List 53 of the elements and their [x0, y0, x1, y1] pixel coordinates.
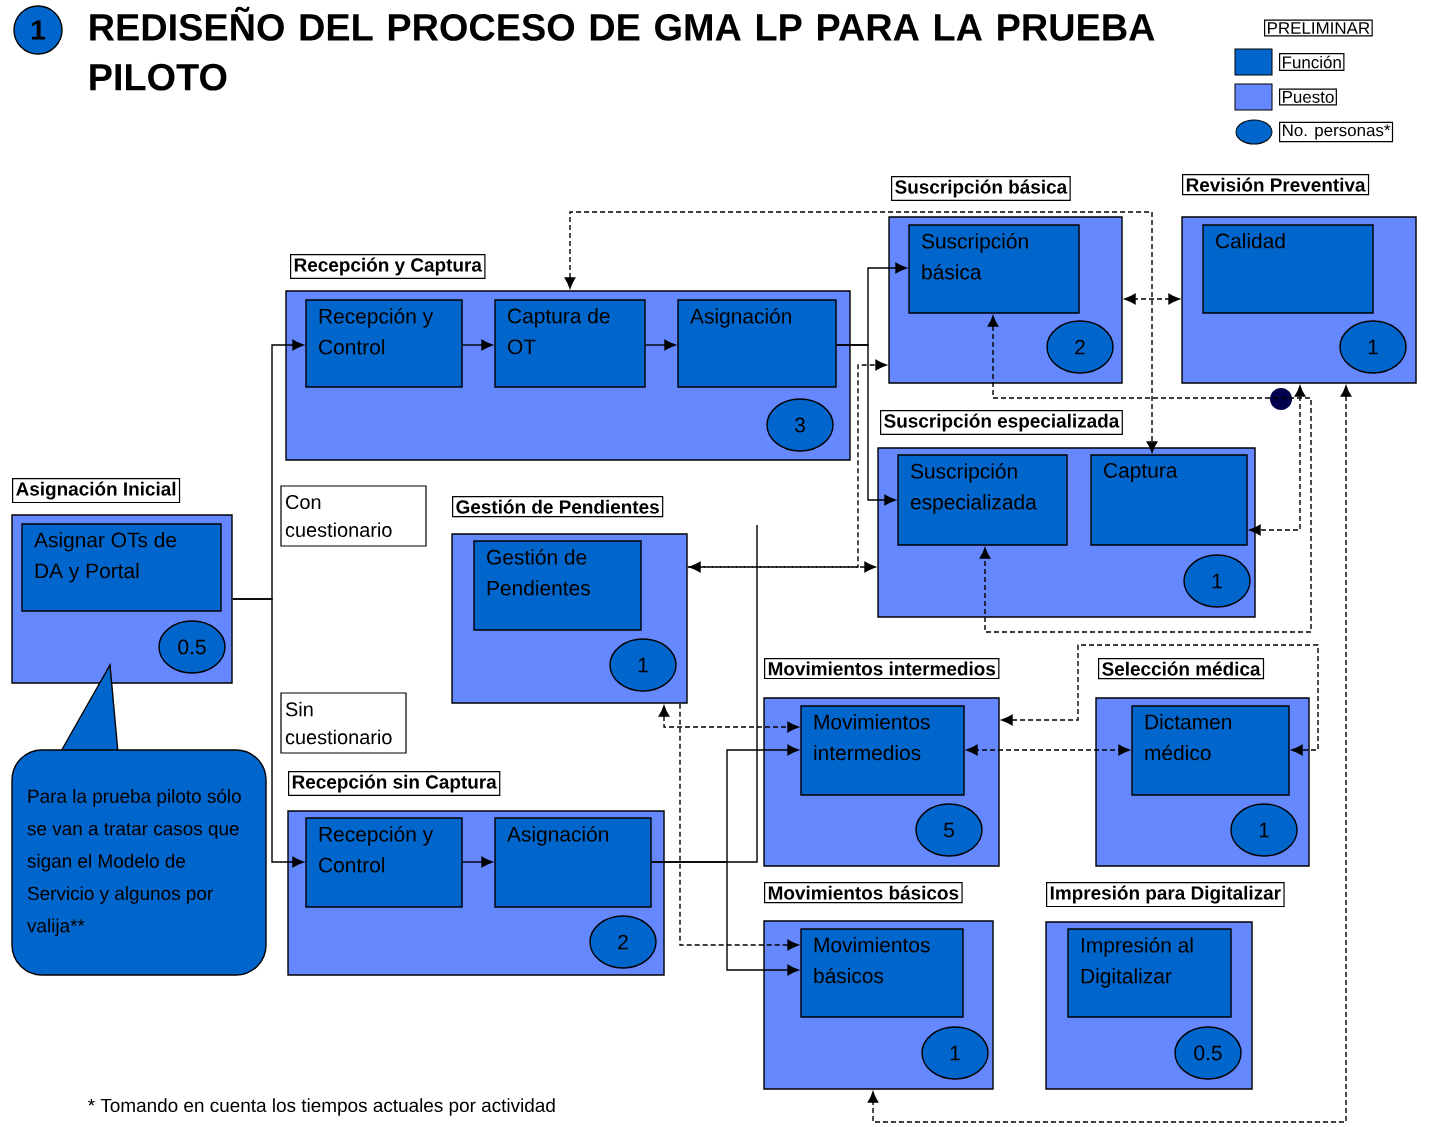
function-box: Asignación [677, 299, 837, 388]
node-label: Suscripción básica [895, 179, 1068, 198]
legend-label: Puesto [1279, 88, 1337, 106]
node-label: Asignación Inicial [16, 481, 176, 500]
arrow [232, 598, 304, 868]
node-label: Movimientos intermedios [768, 661, 996, 676]
status-label: PRELIMINAR [1264, 19, 1373, 37]
note-box: Con cuestionario [280, 485, 427, 547]
node-label: Recepción y Captura [294, 257, 482, 276]
title: REDISEÑO DEL PROCESO DE GMA LP PARA LA PRUEBA PILOTO [90, 6, 1155, 91]
node-label: Selección médica [1102, 661, 1261, 676]
function-box: Suscripción básica [908, 224, 1080, 314]
function-box: Movimientos intermedios [800, 705, 965, 796]
arrow [1249, 385, 1306, 536]
arrow [1001, 644, 1319, 756]
arrow [687, 359, 887, 568]
arrow [651, 861, 799, 976]
callout-bubble: Para la prueba piloto sólo se van a tratar casos que sigan el Modelo de Servicio y algunos por valija** [11, 662, 267, 976]
arrow [689, 561, 876, 573]
function-box: Impresión al Digitalizar [1067, 928, 1232, 1018]
function-box: Suscripción especializada [897, 454, 1068, 546]
function-box: Asignar OTs de DA y Portal [21, 523, 222, 612]
arrow [645, 339, 676, 351]
note-box: Sin cuestionario [280, 692, 407, 754]
arrow [867, 385, 1352, 1123]
node-label: Recepción sin Captura [292, 774, 497, 793]
number-badge: 1 [13, 5, 63, 55]
function-box: Recepción y Control [305, 817, 463, 908]
function-box: Asignación [494, 817, 652, 908]
arrow [462, 856, 493, 868]
legend-label: No. personas* [1279, 121, 1394, 143]
footnote: * Tomando en cuenta los tiempos actuales por actividad [88, 1098, 555, 1116]
arrow [679, 703, 799, 951]
node-label: Suscripción especializada [884, 413, 1120, 432]
arrow [979, 315, 1312, 633]
function-box: Movimientos básicos [800, 928, 964, 1018]
function-box: Calidad [1202, 224, 1374, 314]
arrow [836, 344, 896, 506]
arrow [462, 339, 493, 351]
function-box: Gestión de Pendientes [473, 540, 642, 631]
node-label: Gestión de Pendientes [456, 499, 659, 514]
arrow [658, 705, 799, 733]
node-label: Revisión Preventiva [1186, 177, 1366, 192]
function-box: Captura de OT [494, 299, 646, 388]
function-box: Captura [1090, 454, 1248, 546]
function-box: Dictamen médico [1131, 705, 1290, 796]
function-box: Recepción y Control [305, 299, 463, 388]
arrow [564, 211, 1158, 453]
legend-label: Función [1279, 53, 1345, 71]
node-label: Impresión para Digitalizar [1050, 885, 1281, 904]
arrow [1124, 293, 1180, 305]
arrow [966, 744, 1130, 756]
node-label: Movimientos básicos [768, 885, 959, 900]
